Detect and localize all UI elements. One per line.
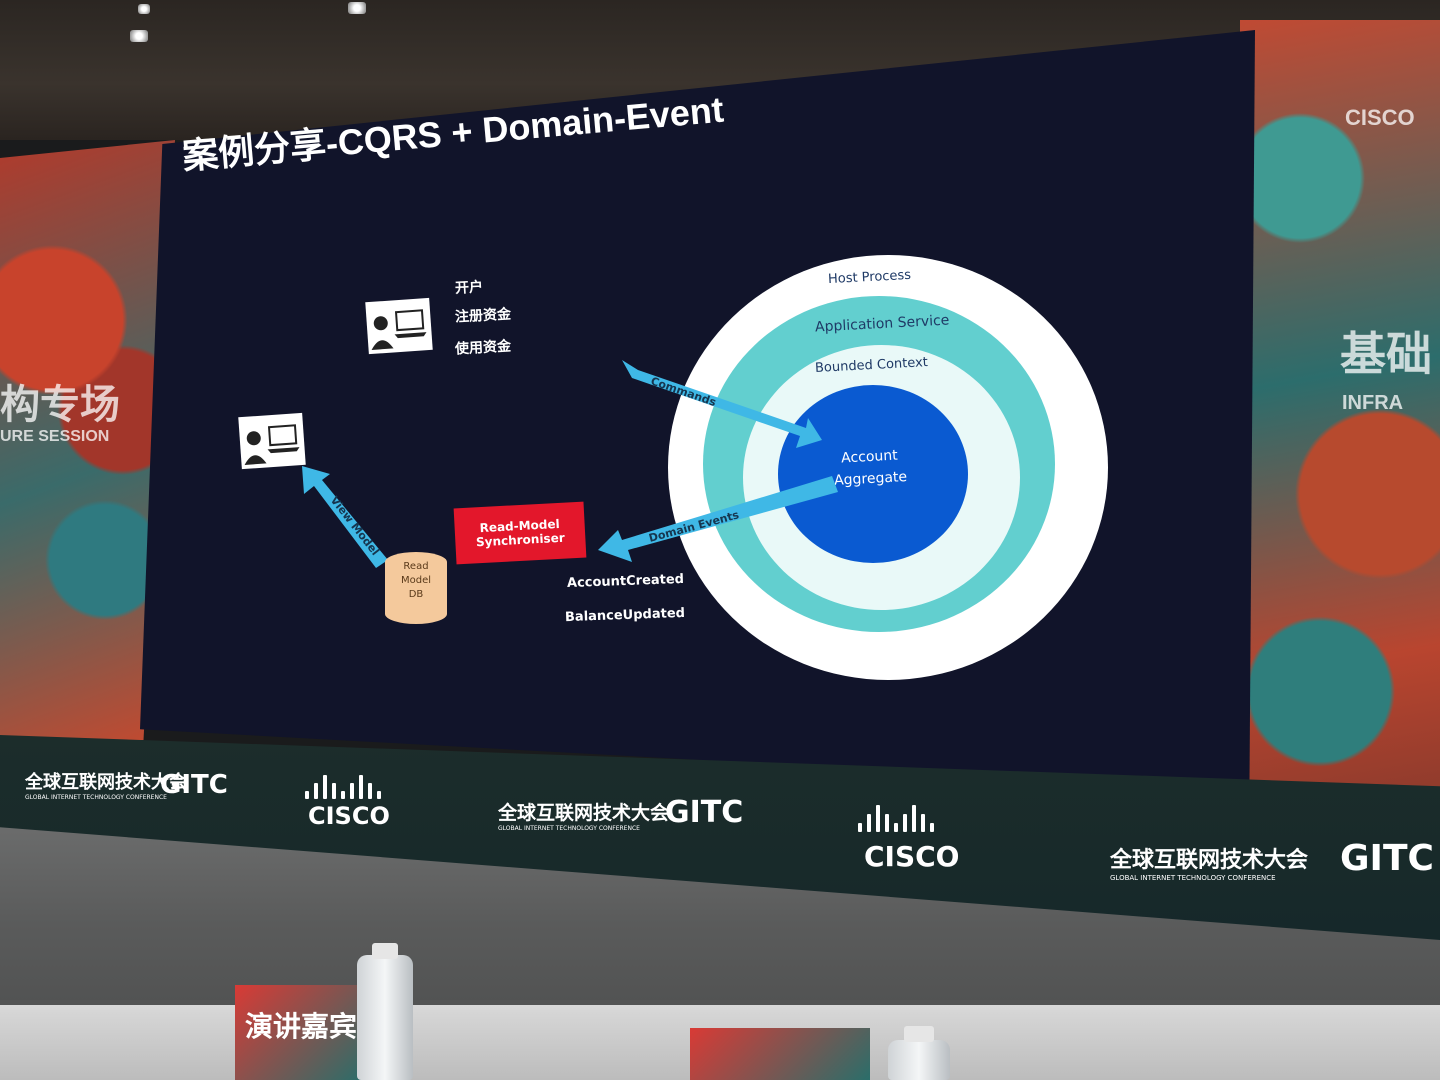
gitc-cn-text: 全球互联网技术大会 <box>25 772 187 793</box>
gitc-mark-2: GITC <box>665 795 744 830</box>
right-backdrop <box>1240 20 1440 810</box>
cisco-text-1: CISCO <box>308 802 390 830</box>
core-label-line2: Aggregate <box>833 469 908 489</box>
menu-item-open-account: 开户 <box>454 279 484 297</box>
ceiling-light <box>138 4 150 14</box>
read-model-db-icon: Read Model DB <box>385 552 447 624</box>
gitc-en-text: GLOBAL INTERNET TECHNOLOGY CONFERENCE <box>1110 874 1276 882</box>
gitc-cn-text: 全球互联网技术大会 <box>498 802 670 824</box>
person-with-laptop-icon <box>244 424 300 465</box>
gitc-logo-2: 全球互联网技术大会 GLOBAL INTERNET TECHNOLOGY CON… <box>498 798 669 832</box>
label-account-aggregate: Account Aggregate <box>829 444 911 492</box>
gitc-logo-1: 全球互联网技术大会 GLOBAL INTERNET TECHNOLOGY CON… <box>25 768 187 801</box>
user-card-icon <box>365 297 433 355</box>
gitc-mark-3: GITC <box>1340 838 1434 879</box>
read-model-synchroniser: Read-Model Synchroniser <box>453 501 587 565</box>
water-bottle <box>888 1040 950 1080</box>
db-line1: Read <box>403 561 429 572</box>
left-backdrop-subtitle: URE SESSION <box>0 428 110 445</box>
bottle-cap <box>904 1026 934 1042</box>
gitc-en-text: GLOBAL INTERNET TECHNOLOGY CONFERENCE <box>25 794 167 801</box>
db-line2: Model <box>400 575 432 586</box>
right-backdrop-subtitle: INFRA <box>1342 392 1404 414</box>
menu-item-register-funds: 注册资金 <box>454 306 512 326</box>
menu-item-use-funds: 使用资金 <box>454 338 512 358</box>
right-backdrop-logo: CISCO <box>1345 105 1415 130</box>
speaker-card-text: 演讲嘉宾 <box>245 1010 358 1043</box>
cisco-text-2: CISCO <box>864 840 960 873</box>
ceiling-light <box>130 30 148 42</box>
bottle-cap <box>372 943 398 959</box>
water-bottle <box>357 955 413 1080</box>
ceiling-light <box>348 2 366 14</box>
gitc-cn-text: 全球互联网技术大会 <box>1110 848 1309 873</box>
cisco-logo-icon <box>858 805 934 832</box>
speaker-name-card: 演讲嘉宾 <box>235 985 365 1080</box>
right-backdrop-title: 基础 <box>1340 328 1432 380</box>
user-card-icon <box>238 412 306 470</box>
gitc-mark-1: GITC <box>160 770 228 800</box>
gitc-logo-3: 全球互联网技术大会 GLOBAL INTERNET TECHNOLOGY CON… <box>1110 842 1308 882</box>
person-with-laptop-icon <box>371 309 427 350</box>
left-backdrop-title: 构专场 <box>0 383 120 427</box>
gitc-en-text: GLOBAL INTERNET TECHNOLOGY CONFERENCE <box>498 825 640 832</box>
cisco-logo-icon <box>305 775 381 799</box>
db-line3: DB <box>408 589 424 600</box>
speaker-name-card <box>690 1028 870 1080</box>
